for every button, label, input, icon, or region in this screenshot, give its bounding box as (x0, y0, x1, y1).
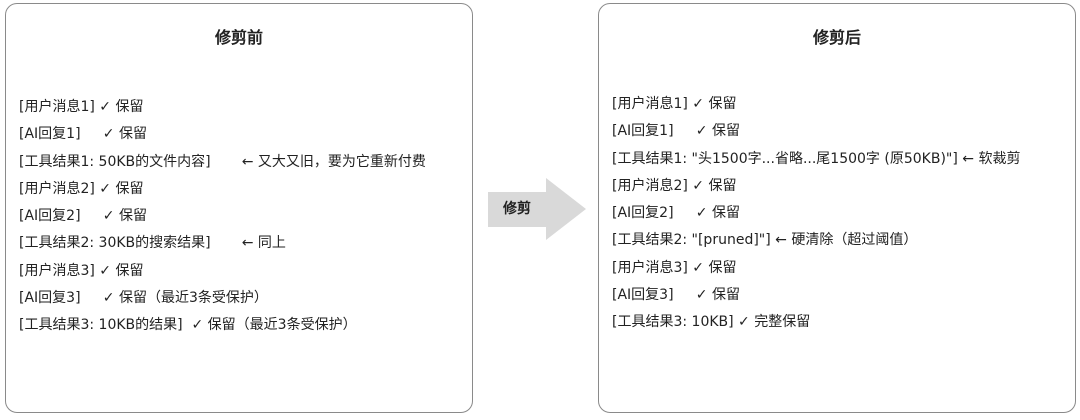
message-line: [AI回复3] ✓ 保留（最近3条受保护） (19, 290, 268, 307)
before-message-list: [用户消息1] ✓ 保留 [AI回复1] ✓ 保留 [工具结果1: 50KB的文… (19, 94, 426, 340)
message-line: [用户消息2] ✓ 保留 (19, 180, 144, 197)
message-line: [用户消息3] ✓ 保留 (19, 262, 144, 279)
right-arrow-icon (488, 178, 586, 240)
message-line: [工具结果3: 10KB] ✓ 完整保留 (612, 314, 811, 331)
after-message-list: [用户消息1] ✓ 保留 [AI回复1] ✓ 保留 [工具结果1: "头1500… (612, 91, 1020, 337)
after-panel-title: 修剪后 (812, 28, 861, 47)
message-line: [工具结果2: "[pruned]"] ← 硬清除（超过阈值） (612, 232, 918, 249)
message-line: [工具结果1: 50KB的文件内容] ← 又大又旧，要为它重新付费 (19, 153, 426, 170)
message-line: [工具结果1: "头1500字...省略...尾1500字 (原50KB)"] … (612, 150, 1021, 167)
message-line: [AI回复2] ✓ 保留 (19, 208, 147, 225)
before-panel-title: 修剪前 (214, 28, 263, 47)
message-line: [用户消息1] ✓ 保留 (612, 96, 737, 112)
message-line: [用户消息1] ✓ 保留 (19, 99, 144, 115)
message-line: [用户消息3] ✓ 保留 (612, 259, 737, 276)
after-pruning-panel: 修剪后 [用户消息1] ✓ 保留 [AI回复1] ✓ 保留 [工具结果1: "头… (598, 3, 1076, 413)
message-line: [用户消息2] ✓ 保留 (612, 177, 737, 194)
message-line: [AI回复2] ✓ 保留 (612, 205, 740, 222)
message-line: [工具结果3: 10KB的结果] ✓ 保留（最近3条受保护） (19, 317, 357, 334)
message-line: [AI回复1] ✓ 保留 (19, 126, 147, 143)
before-pruning-panel: 修剪前 [用户消息1] ✓ 保留 [AI回复1] ✓ 保留 [工具结果1: 50… (5, 3, 473, 413)
arrow-label: 修剪 (503, 201, 531, 217)
message-line: [AI回复1] ✓ 保留 (612, 123, 740, 140)
message-line: [AI回复3] ✓ 保留 (612, 287, 740, 304)
message-line: [工具结果2: 30KB的搜索结果] ← 同上 (19, 235, 286, 252)
